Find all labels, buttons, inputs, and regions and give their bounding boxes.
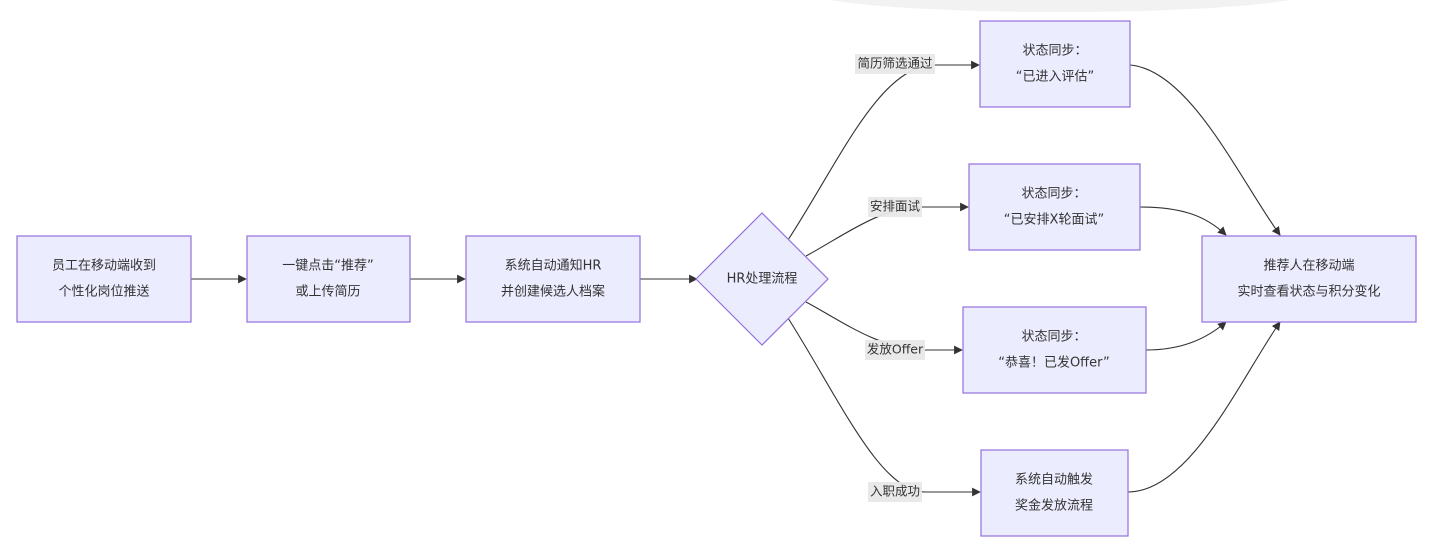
svg-text:状态同步：: 状态同步： bbox=[1021, 330, 1086, 345]
svg-text:简历筛选通过: 简历筛选通过 bbox=[857, 56, 933, 71]
edge-label-onboard: 入职成功 bbox=[868, 482, 922, 502]
background-shadow bbox=[830, 0, 1290, 12]
edge-status-offer-to-view bbox=[1145, 321, 1227, 351]
node-receive-push: 员工在移动端收到 个性化岗位推送 bbox=[16, 235, 192, 323]
edge-status-eval-to-view bbox=[1129, 64, 1281, 236]
edge-label-screen-pass: 简历筛选通过 bbox=[855, 54, 935, 74]
edge-bonus-to-view bbox=[1127, 321, 1281, 493]
svg-text:入职成功: 入职成功 bbox=[870, 484, 920, 499]
edge-status-interview-to-view bbox=[1139, 206, 1227, 236]
node-status-interview: 状态同步： “已安排X轮面试” bbox=[968, 163, 1141, 251]
svg-text:系统自动触发: 系统自动触发 bbox=[1015, 472, 1093, 488]
edge-label-arrange-interview: 安排面试 bbox=[868, 197, 922, 217]
svg-text:发放Offer: 发放Offer bbox=[867, 342, 924, 357]
edge-label-send-offer: 发放Offer bbox=[865, 340, 925, 360]
svg-text:系统自动通知HR: 系统自动通知HR bbox=[505, 258, 602, 274]
node-one-click-recommend: 一键点击“推荐” 或上传简历 bbox=[246, 235, 411, 323]
svg-text:安排面试: 安排面试 bbox=[870, 199, 921, 214]
node-bonus-trigger: 系统自动触发 奖金发放流程 bbox=[980, 449, 1129, 537]
node-view-status: 推荐人在移动端 实时查看状态与积分变化 bbox=[1201, 235, 1417, 323]
node-notify-hr: 系统自动通知HR 并创建候选人档案 bbox=[465, 235, 641, 323]
svg-text:或上传简历: 或上传简历 bbox=[295, 284, 360, 300]
svg-text:个性化岗位推送: 个性化岗位推送 bbox=[58, 285, 149, 300]
node-hr-process: HR处理流程 bbox=[695, 212, 829, 346]
svg-text:推荐人在移动端: 推荐人在移动端 bbox=[1263, 259, 1354, 274]
svg-text:员工在移动端收到: 员工在移动端收到 bbox=[52, 259, 156, 274]
svg-text:“恭喜！已发Offer”: “恭喜！已发Offer” bbox=[998, 355, 1110, 371]
svg-text:并创建候选人档案: 并创建候选人档案 bbox=[501, 285, 605, 300]
svg-text:状态同步：: 状态同步： bbox=[1022, 44, 1087, 59]
svg-text:奖金发放流程: 奖金发放流程 bbox=[1015, 498, 1093, 514]
svg-text:实时查看状态与积分变化: 实时查看状态与积分变化 bbox=[1237, 284, 1380, 300]
svg-text:HR处理流程: HR处理流程 bbox=[727, 272, 798, 287]
node-status-eval: 状态同步： “已进入评估” bbox=[979, 20, 1131, 108]
svg-text:“已安排X轮面试”: “已安排X轮面试” bbox=[1004, 213, 1104, 228]
svg-text:“已进入评估”: “已进入评估” bbox=[1016, 70, 1094, 85]
node-status-offer: 状态同步： “恭喜！已发Offer” bbox=[962, 306, 1147, 394]
svg-text:状态同步：: 状态同步： bbox=[1021, 187, 1086, 202]
svg-text:一键点击“推荐”: 一键点击“推荐” bbox=[282, 259, 373, 274]
